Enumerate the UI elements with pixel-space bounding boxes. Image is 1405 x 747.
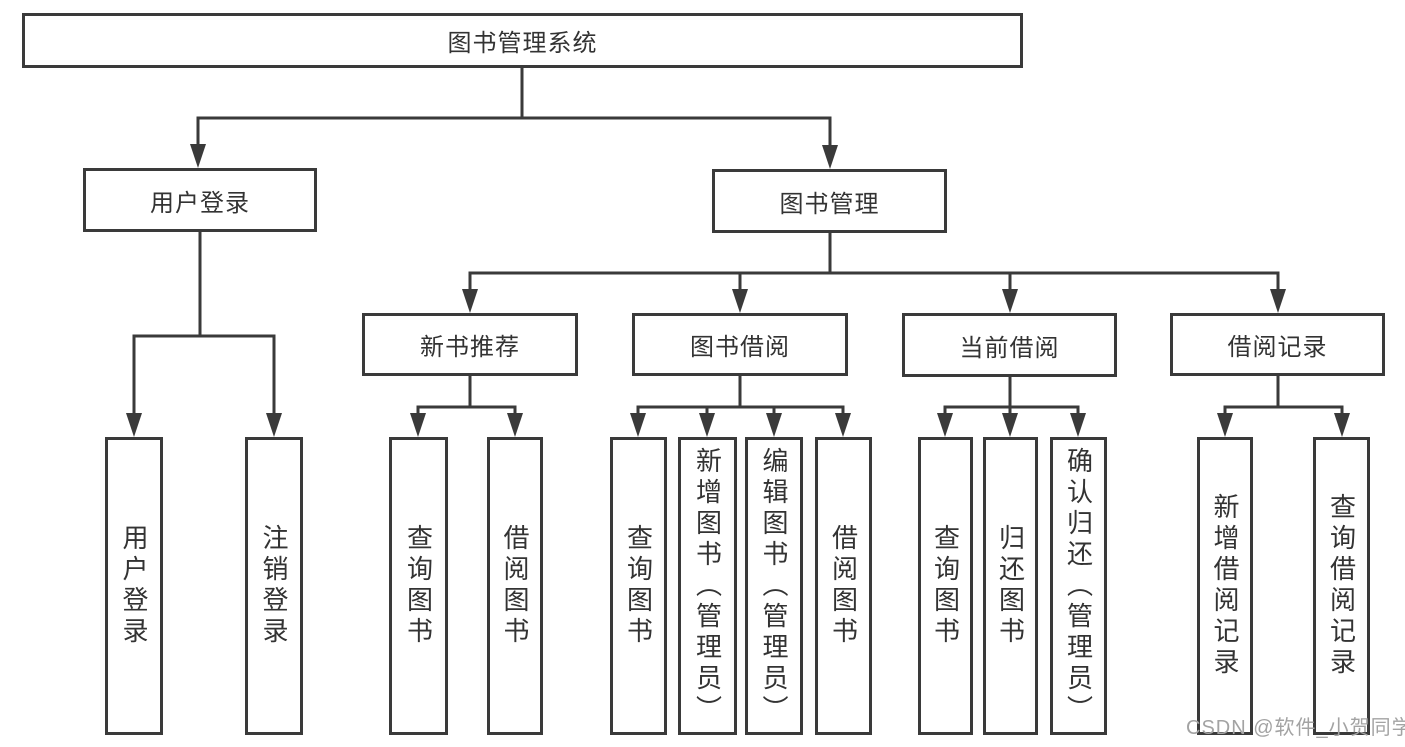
node-user-login: 用户登录 [83, 168, 317, 232]
node-new-book-recommend: 新书推荐 [362, 313, 578, 376]
leaf-confirm-return-admin: 确认归还（管理员） [1050, 437, 1107, 735]
leaf-add-borrow-record: 新增借阅记录 [1197, 437, 1253, 735]
node-root: 图书管理系统 [22, 13, 1023, 68]
leaf-query-books-borrow: 查询图书 [610, 437, 667, 735]
leaf-query-books-recommend: 查询图书 [389, 437, 448, 735]
node-book-management: 图书管理 [712, 169, 947, 233]
leaf-borrow-books: 借阅图书 [815, 437, 872, 735]
watermark: CSDN @软件_小贺同学 [1186, 717, 1405, 739]
node-borrow-records: 借阅记录 [1170, 313, 1385, 376]
leaf-query-borrow-record: 查询借阅记录 [1313, 437, 1370, 735]
leaf-borrow-books-recommend: 借阅图书 [487, 437, 543, 735]
leaf-edit-book-admin: 编辑图书（管理员） [745, 437, 803, 735]
leaf-user-login: 用户登录 [105, 437, 163, 735]
leaf-return-book: 归还图书 [983, 437, 1038, 735]
leaf-query-books-current: 查询图书 [918, 437, 973, 735]
node-current-borrow: 当前借阅 [902, 313, 1117, 377]
leaf-add-book-admin: 新增图书（管理员） [678, 437, 737, 735]
node-book-borrow: 图书借阅 [632, 313, 848, 376]
leaf-logout: 注销登录 [245, 437, 303, 735]
